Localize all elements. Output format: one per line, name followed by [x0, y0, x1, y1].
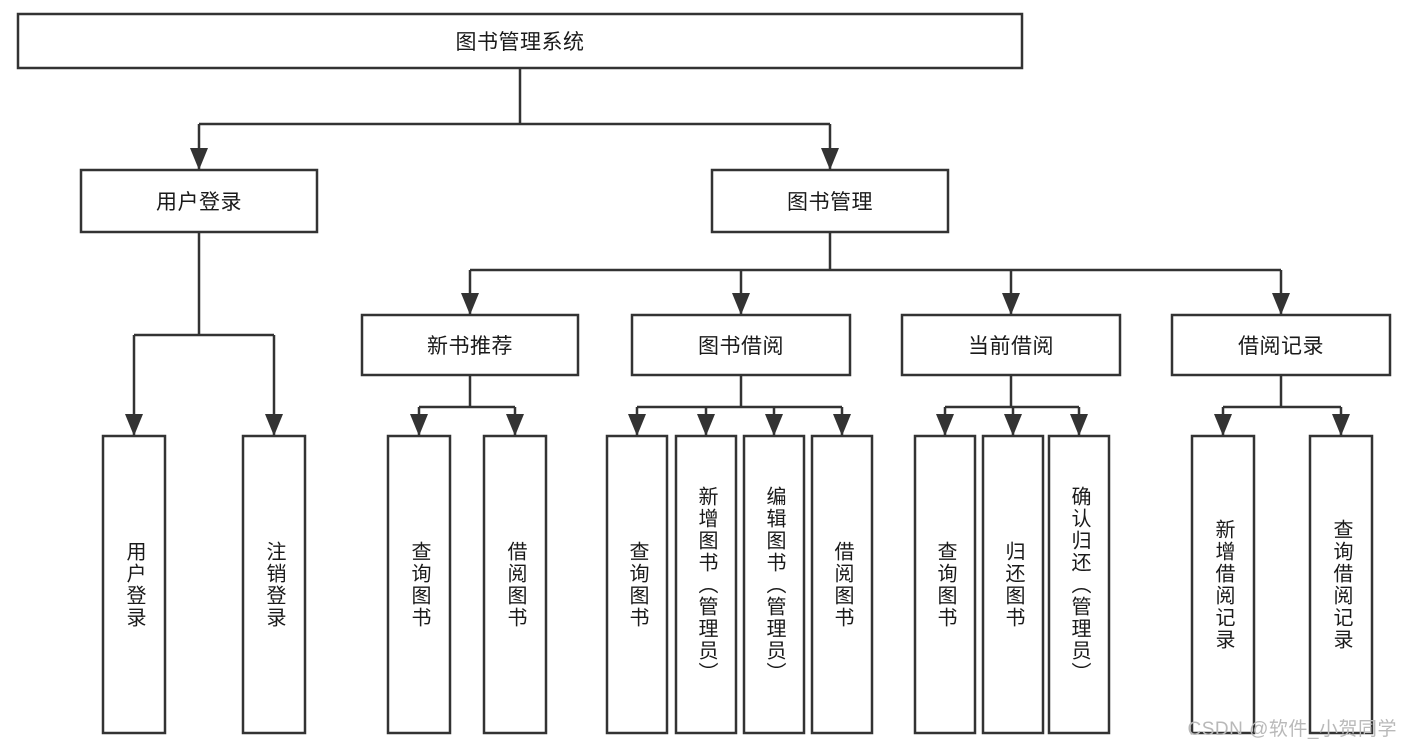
- arrow-head-icon: [697, 414, 715, 436]
- node-查询图书-box[interactable]: [605, 434, 669, 735]
- node-图书管理-box[interactable]: [710, 168, 950, 234]
- arrow-head-icon: [1004, 414, 1022, 436]
- node-用户登录-box[interactable]: [79, 168, 319, 234]
- node-归还图书-box[interactable]: [981, 434, 1045, 735]
- node-用户登录-box[interactable]: [101, 434, 167, 735]
- arrow-head-icon: [628, 414, 646, 436]
- node-编辑图书管理员-box[interactable]: [742, 434, 806, 735]
- node-当前借阅-box[interactable]: [900, 313, 1122, 377]
- arrow-head-icon: [265, 414, 283, 436]
- node-借阅图书-box[interactable]: [482, 434, 548, 735]
- arrow-head-icon: [833, 414, 851, 436]
- arrow-head-icon: [190, 148, 208, 170]
- node-确认归还管理员-box[interactable]: [1047, 434, 1111, 735]
- arrow-head-icon: [821, 148, 839, 170]
- node-借阅图书-box[interactable]: [810, 434, 874, 735]
- arrow-head-icon: [936, 414, 954, 436]
- arrow-head-icon: [1272, 293, 1290, 315]
- watermark-text: CSDN @软件_小贺同学: [1187, 719, 1397, 740]
- arrow-head-icon: [1332, 414, 1350, 436]
- arrow-head-icon: [461, 293, 479, 315]
- connector-lines: [125, 68, 1350, 436]
- node-查询图书-box[interactable]: [913, 434, 977, 735]
- node-查询图书-box[interactable]: [386, 434, 452, 735]
- arrow-head-icon: [125, 414, 143, 436]
- arrow-head-icon: [765, 414, 783, 436]
- arrow-head-icon: [732, 293, 750, 315]
- node-新书推荐-box[interactable]: [360, 313, 580, 377]
- node-图书借阅-box[interactable]: [630, 313, 852, 377]
- arrow-head-icon: [1214, 414, 1232, 436]
- node-新增图书管理员-box[interactable]: [674, 434, 738, 735]
- node-注销登录-box[interactable]: [241, 434, 307, 735]
- arrow-head-icon: [1002, 293, 1020, 315]
- node-查询借阅记录-box[interactable]: [1308, 434, 1374, 735]
- node-boxes: [16, 12, 1392, 735]
- arrow-head-icon: [410, 414, 428, 436]
- node-借阅记录-box[interactable]: [1170, 313, 1392, 377]
- node-图书管理系统-box[interactable]: [16, 12, 1024, 70]
- arrow-head-icon: [506, 414, 524, 436]
- node-新增借阅记录-box[interactable]: [1190, 434, 1256, 735]
- arrow-head-icon: [1070, 414, 1088, 436]
